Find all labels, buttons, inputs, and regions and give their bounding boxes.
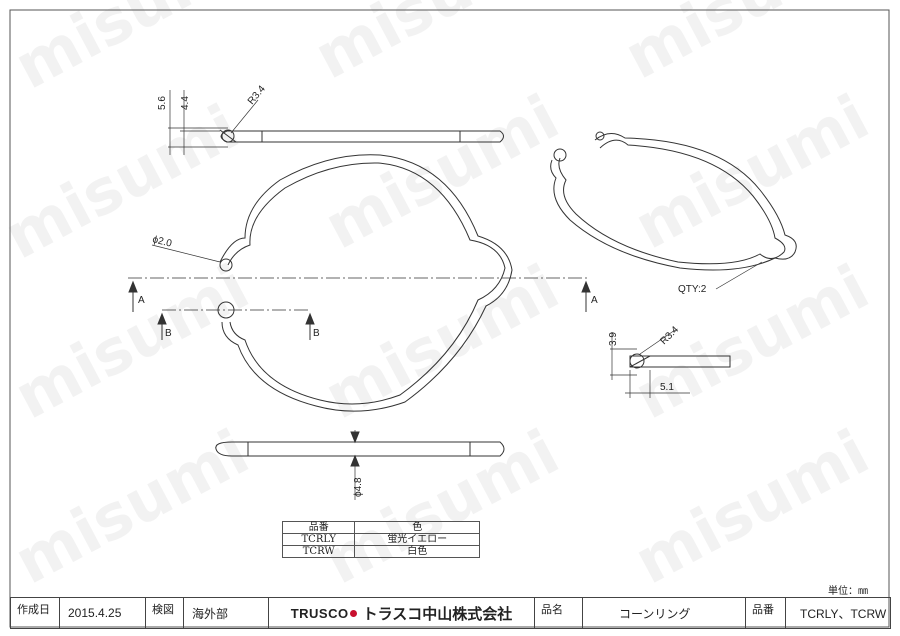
created-label: 作成日 — [17, 604, 50, 616]
drawing-value-cell: 海外部 — [184, 598, 269, 628]
table-row: TCRLY 蛍光イエロー — [281, 533, 480, 546]
drawing-label-cell: 検図 — [146, 598, 184, 628]
dim-top-radius: R3.4 — [246, 83, 268, 107]
svg-text:misumi: misumi — [623, 415, 880, 598]
brand-logo: TRUSCO — [290, 605, 349, 621]
dim-bottom-diameter: ϕ4.8 — [353, 477, 364, 497]
section-a-right: A — [591, 295, 598, 306]
created-value-cell: 2015.4.25 — [60, 598, 146, 628]
qty-note: QTY:2 — [678, 284, 707, 295]
svg-text:misumi: misumi — [0, 90, 250, 273]
drawing-label: 検図 — [152, 604, 174, 616]
dim-top-5-6: 5.6 — [157, 96, 168, 110]
top-view — [168, 90, 504, 155]
product-label-cell: 品名 — [535, 598, 583, 628]
brand-dot-icon — [349, 609, 357, 617]
dim-center-diameter: ϕ2.0 — [151, 234, 173, 249]
section-a-left: A — [138, 295, 145, 306]
isometric-view — [550, 131, 797, 290]
dim-detail-width: 5.1 — [660, 382, 674, 393]
svg-text:misumi: misumi — [3, 250, 260, 433]
color-table: 品番 色 TCRLY 蛍光イエロー TCRW 白色 — [281, 521, 480, 558]
table-cell: 蛍光イエロー — [354, 533, 480, 546]
created-value: 2015.4.25 — [68, 606, 122, 620]
front-view-ring — [128, 154, 590, 412]
part-label-cell: 品番 — [746, 598, 786, 628]
svg-text:misumi: misumi — [3, 0, 260, 103]
unit-label: 単位：㎜ — [828, 586, 868, 597]
table-cell: TCRW — [281, 545, 356, 558]
table-cell: 白色 — [354, 545, 480, 558]
product-value: コーンリング — [619, 606, 691, 621]
product-label: 品名 — [541, 604, 563, 616]
table-row: TCRW 白色 — [281, 545, 480, 558]
watermark: misumi misumi misumi misumi misumi misum… — [0, 0, 880, 598]
svg-text:misumi: misumi — [313, 250, 570, 433]
svg-text:misumi: misumi — [303, 0, 560, 93]
created-label-cell: 作成日 — [11, 598, 60, 628]
svg-text:misumi: misumi — [313, 415, 570, 598]
table-cell: TCRLY — [281, 533, 356, 546]
drawing-value: 海外部 — [192, 606, 229, 621]
svg-text:misumi: misumi — [313, 80, 570, 263]
dim-top-4-4: 4.4 — [180, 96, 191, 110]
company-cell: TRUSCO トラスコ中山株式会社 — [269, 598, 535, 628]
frame-border — [9, 9, 890, 628]
svg-text:misumi: misumi — [623, 80, 880, 263]
section-b-right: B — [313, 328, 320, 339]
section-b-left: B — [165, 328, 172, 339]
part-value-cell: TCRLY、TCRW — [786, 598, 890, 628]
detail-view — [610, 329, 731, 398]
part-value: TCRLY、TCRW — [800, 606, 887, 621]
section-markers — [128, 280, 591, 340]
product-value-cell: コーンリング — [583, 598, 746, 628]
svg-text:misumi: misumi — [613, 0, 870, 93]
bottom-arrows — [350, 431, 360, 467]
title-block: 作成日 2015.4.25 検図 海外部 TRUSCO トラスコ中山株式会社 品… — [10, 597, 891, 629]
color-table-header: 品番 色 — [281, 521, 480, 534]
color-table-header-part: 品番 — [281, 521, 356, 534]
company-name: トラスコ中山株式会社 — [362, 605, 513, 623]
color-table-header-color: 色 — [354, 521, 480, 534]
dim-detail-height: 3.9 — [608, 332, 619, 346]
part-label: 品番 — [752, 604, 774, 616]
